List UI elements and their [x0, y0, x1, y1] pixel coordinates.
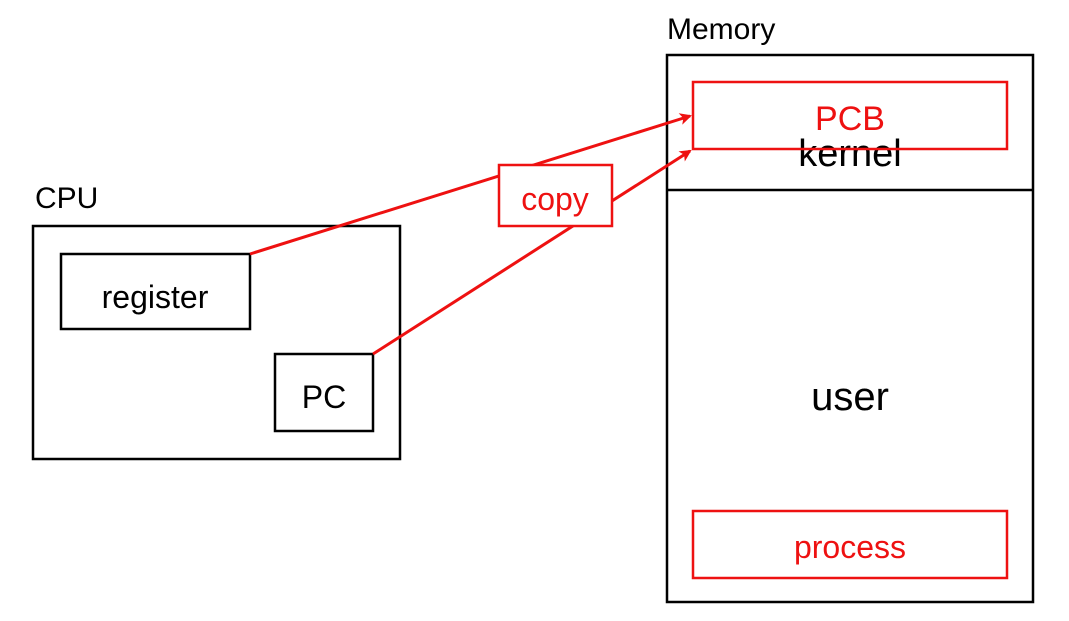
pc-box: [273, 352, 375, 433]
cpu-box: [31, 224, 402, 461]
copy-label: copy: [521, 181, 589, 217]
cpu-title: CPU: [35, 182, 98, 215]
pcb-label: PCB: [815, 100, 885, 138]
process-label: process: [794, 529, 906, 565]
user-label: user: [811, 375, 889, 419]
memory-box: [665, 53, 1035, 604]
register-box: [59, 252, 252, 331]
register-copy-arrow: [249, 113, 692, 256]
register-label: register: [102, 279, 209, 315]
pc-label: PC: [302, 379, 346, 415]
copy-label-box: [497, 163, 614, 228]
pcb-box: [691, 80, 1009, 151]
process-box: [691, 509, 1009, 580]
pc-copy-arrow: [372, 149, 692, 356]
kernel-label: kernel: [798, 133, 902, 175]
memory-title: Memory: [667, 13, 775, 46]
